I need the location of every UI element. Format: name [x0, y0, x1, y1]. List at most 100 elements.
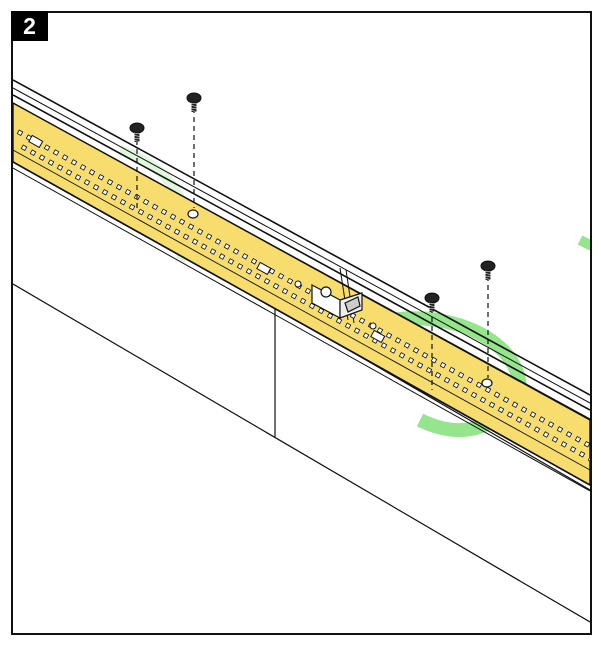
perforation-hole — [29, 149, 37, 156]
perforation-hole — [583, 440, 590, 448]
screw-icon — [186, 92, 202, 112]
perforation-hole — [218, 253, 226, 260]
perforation-hole — [205, 233, 213, 240]
perforation-hole — [250, 258, 258, 265]
screw-icon — [129, 122, 145, 142]
perforation-hole — [376, 327, 384, 334]
perforation-hole — [587, 455, 590, 463]
perforation-hole — [286, 277, 294, 285]
perforation-hole — [142, 198, 150, 206]
perforation-hole — [115, 183, 123, 191]
perforation-hole — [533, 426, 541, 433]
perforation-hole — [353, 327, 361, 334]
perforation-hole — [70, 159, 78, 166]
perforation-hole — [403, 342, 411, 349]
perforation-hole — [574, 436, 582, 443]
perforation-hole — [245, 268, 253, 275]
perforation-hole — [290, 292, 298, 300]
guide-lines — [136, 108, 489, 390]
perforation-hole — [169, 213, 177, 221]
rail-assembly — [13, 79, 590, 492]
perforation-hole — [56, 164, 64, 171]
perforation-hole — [385, 332, 393, 339]
perforation-hole — [479, 396, 487, 404]
perforation-hole — [412, 347, 420, 354]
step-number-badge: 2 — [11, 11, 48, 41]
perforation-hole — [466, 376, 474, 384]
perforation-hole — [578, 451, 586, 458]
perforation-hole — [182, 233, 190, 241]
perforation-hole — [380, 342, 388, 349]
perforation-hole — [493, 391, 501, 399]
pin-icon — [28, 134, 386, 344]
perforation-hole — [173, 228, 181, 236]
perforation-hole — [317, 307, 325, 315]
perforation-hole — [38, 154, 46, 161]
perforation-hole — [425, 366, 433, 374]
perforation-hole — [344, 322, 352, 330]
perforation-hole — [443, 376, 451, 384]
perforation-hole — [187, 223, 195, 230]
perforation-hole — [461, 386, 469, 394]
perforation-hole — [110, 193, 118, 201]
perforation-hole — [358, 317, 366, 324]
perforation-hole — [281, 287, 289, 295]
perforation-hole — [101, 188, 109, 196]
perforation-hole — [263, 277, 271, 285]
perforation-hole — [470, 391, 478, 399]
perforation-hole — [124, 188, 132, 196]
perforation-hole — [565, 431, 573, 438]
perforation-hole — [16, 129, 24, 137]
perforation-hole — [92, 184, 100, 191]
perforation-hole — [538, 416, 546, 423]
perforation-hole — [214, 238, 222, 245]
screw-icon — [480, 260, 496, 280]
perforation-hole — [83, 179, 91, 186]
perforation-hole — [20, 144, 28, 152]
perforation-hole — [106, 178, 114, 186]
bracket-icon — [311, 283, 363, 320]
perforation-hole — [209, 248, 217, 255]
perforation-hole — [488, 401, 496, 409]
perforation-hole — [200, 243, 208, 250]
perforation-hole — [398, 352, 406, 359]
perforation-hole — [272, 282, 280, 290]
perforation-hole — [79, 164, 87, 171]
perforation-hole — [497, 406, 505, 414]
perforation-hole — [65, 169, 73, 176]
perforation-hole — [421, 351, 429, 359]
rail-body — [13, 102, 590, 486]
perforation-hole — [227, 258, 235, 265]
perforation-hole — [416, 362, 424, 369]
perforation-hole — [299, 297, 307, 305]
perforation-hole — [506, 411, 514, 419]
perforation-hole — [560, 441, 568, 448]
perforation-hole — [61, 154, 69, 161]
perforation-hole — [268, 267, 276, 275]
perforation-hole — [155, 218, 163, 226]
perforation-hole — [515, 416, 523, 423]
perforation-hole — [335, 317, 343, 325]
perforation-hole — [551, 436, 559, 443]
perforation-row — [16, 129, 590, 463]
perforation-hole — [223, 243, 231, 250]
perforation-hole — [232, 248, 240, 255]
perforation-hole — [308, 302, 316, 310]
perforation-hole — [43, 144, 51, 151]
perforation-hole — [448, 366, 456, 374]
perforation-hole — [146, 213, 154, 221]
perforation-hole — [542, 431, 550, 438]
perforation-hole — [97, 173, 105, 181]
perforation-hole — [547, 421, 555, 428]
perforation-hole — [119, 198, 127, 206]
perforation-hole — [569, 446, 577, 453]
perforation-hole — [128, 203, 136, 211]
perforation-hole — [520, 406, 528, 413]
perforation-hole — [434, 371, 442, 379]
mounting-hole-icon — [187, 209, 493, 388]
perforation-hole — [178, 218, 186, 226]
perforation-hole — [236, 263, 244, 270]
perforation-hole — [511, 401, 519, 408]
